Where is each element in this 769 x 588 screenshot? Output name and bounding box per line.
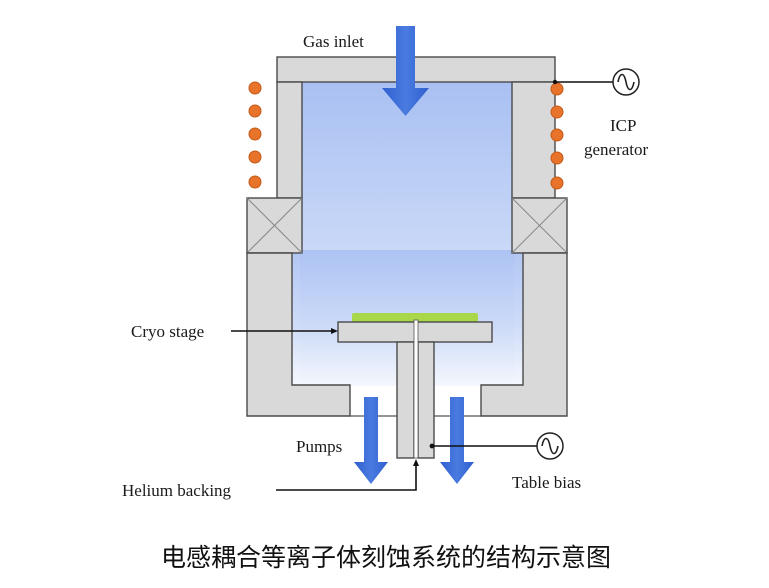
upper-right-wall xyxy=(511,81,556,199)
pump-arrow-left-icon xyxy=(354,397,388,484)
helium-backing-label: Helium backing xyxy=(122,481,232,500)
coil-dot-icon xyxy=(248,127,262,141)
coil-dot-icon xyxy=(550,151,564,165)
helium-backing-pointer xyxy=(413,459,419,466)
coil-dot-icon xyxy=(248,104,262,118)
gas-inlet-label: Gas inlet xyxy=(303,32,364,51)
coil-dot-icon xyxy=(248,175,262,189)
icp-label-line1: ICP xyxy=(610,116,636,135)
table-bias-lead-node xyxy=(429,443,435,449)
coil-dot-icon xyxy=(248,81,262,95)
coil-dot-icon xyxy=(550,128,564,142)
coil-dot-icon xyxy=(550,105,564,119)
coil-dot-icon xyxy=(550,176,564,190)
coil-dot-icon xyxy=(550,82,564,96)
ac-source-icon xyxy=(612,68,640,96)
pump-arrow-right-icon xyxy=(440,397,474,484)
figure-caption: 电感耦合等离子体刻蚀系统的结构示意图 xyxy=(161,543,611,572)
cryo-stage-label: Cryo stage xyxy=(131,322,204,341)
gas-inlet-arrow-icon xyxy=(382,26,429,116)
ac-source-icon xyxy=(536,432,564,460)
right-coil xyxy=(550,82,564,190)
left-seal-block xyxy=(246,197,303,254)
icp-lead-node xyxy=(552,79,558,85)
helium-backing-leader xyxy=(276,463,417,491)
upper-left-wall xyxy=(276,81,303,199)
right-seal-block xyxy=(511,197,568,254)
table-bias-label: Table bias xyxy=(512,473,581,492)
left-coil xyxy=(248,81,262,189)
pumps-label: Pumps xyxy=(296,437,342,456)
stage-stem-left xyxy=(396,341,415,459)
lower-left-wall xyxy=(246,252,351,417)
helium-channel xyxy=(413,319,419,459)
wafer xyxy=(352,313,478,322)
chamber-lid xyxy=(276,56,556,83)
stage-stem-right xyxy=(417,341,435,459)
icp-label-line2: generator xyxy=(584,140,649,159)
cryo-stage-pointer xyxy=(331,328,338,334)
coil-dot-icon xyxy=(248,150,262,164)
